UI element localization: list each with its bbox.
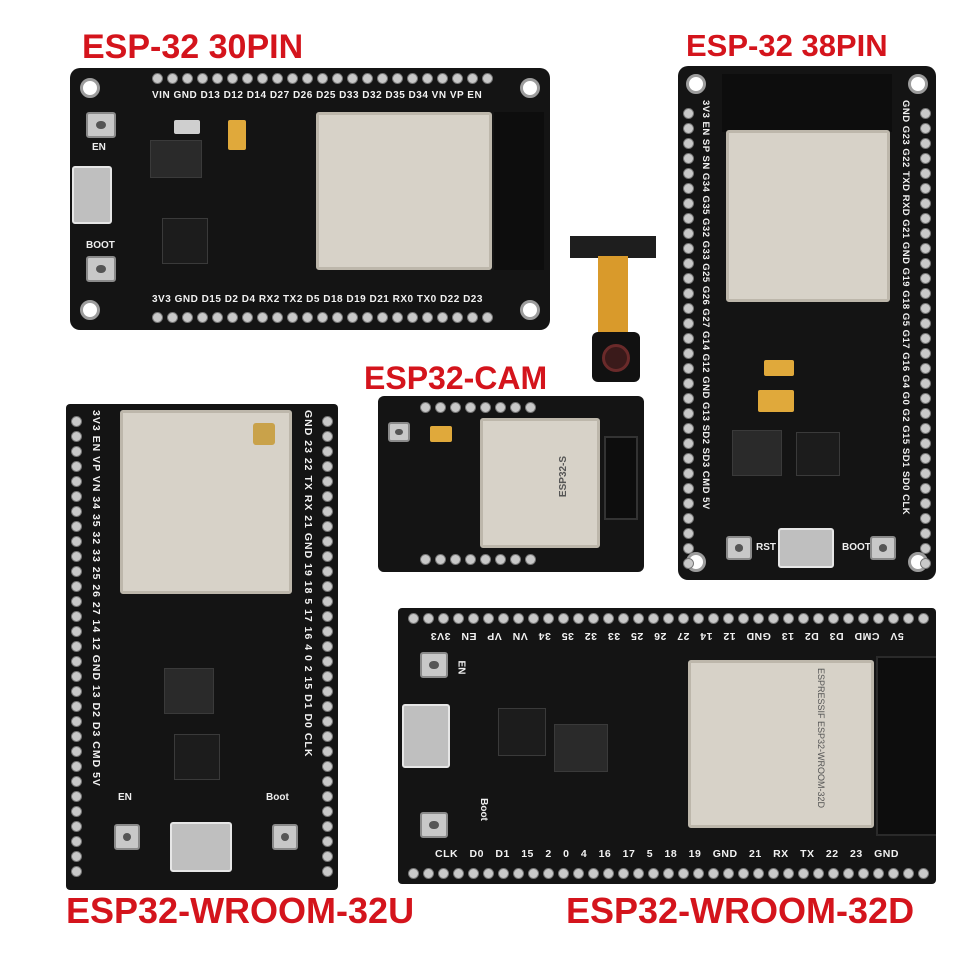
esp32-30pin-board: VIN GND D13 D12 D14 D27 D26 D25 D33 D32 … xyxy=(70,68,550,330)
left-header-pins xyxy=(683,106,694,571)
usb-uart-chip xyxy=(174,734,220,780)
boot-button[interactable] xyxy=(420,812,448,838)
top-pin-labels: 5V CMD D3 D2 13 GND 12 14 27 26 25 33 32… xyxy=(430,630,904,642)
micro-usb-port[interactable] xyxy=(170,822,232,872)
boot-button[interactable] xyxy=(86,256,116,282)
rst-button[interactable] xyxy=(726,536,752,560)
rst-label: RST xyxy=(756,542,776,553)
bottom-header-pins xyxy=(150,312,495,323)
capacitor xyxy=(758,390,794,412)
usb-uart-chip xyxy=(162,218,208,264)
en-button[interactable] xyxy=(420,652,448,678)
capacitor xyxy=(228,120,246,150)
title-esp32-cam: ESP32-CAM xyxy=(364,360,548,396)
title-esp32-wroom-32u: ESP32-WROOM-32U xyxy=(66,890,415,931)
right-pin-labels: GND G23 G22 TXD RXD G21 GND G19 G18 G5 G… xyxy=(900,100,911,516)
mount-hole xyxy=(908,74,928,94)
mount-hole xyxy=(520,300,540,320)
capacitor xyxy=(430,426,452,442)
micro-usb-port[interactable] xyxy=(402,704,450,768)
pcb-antenna-trace xyxy=(604,436,638,520)
top-header-pins xyxy=(418,402,538,413)
voltage-regulator xyxy=(150,140,202,178)
usb-uart-chip xyxy=(796,432,840,476)
bottom-header-pins xyxy=(418,554,538,565)
camera-lens-housing xyxy=(592,332,640,382)
esp32-wroom-32u-board: 3V3 EN VP VN 34 35 32 33 25 26 27 14 12 … xyxy=(66,404,338,890)
mount-hole xyxy=(80,78,100,98)
esp32-wroom-32d-board: 5V CMD D3 D2 13 GND 12 14 27 26 25 33 32… xyxy=(398,608,936,884)
right-header-pins xyxy=(322,414,333,879)
title-esp32-38pin: ESP-32 38PIN xyxy=(686,28,888,63)
en-button[interactable] xyxy=(86,112,116,138)
micro-usb-port[interactable] xyxy=(778,528,834,568)
top-header-pins xyxy=(150,73,495,84)
boot-label: Boot xyxy=(266,792,289,803)
esp32-wroom-32u-module xyxy=(120,410,292,594)
right-pin-labels: GND 23 22 TX RX 21 GND 19 18 5 17 16 4 0… xyxy=(302,410,314,758)
mount-hole xyxy=(520,78,540,98)
esp32-wroom-32d-module: ESPRESSIF ESP32-WROOM-32D xyxy=(688,660,874,828)
en-label: EN xyxy=(455,660,467,675)
en-label: EN xyxy=(118,792,132,803)
capacitor xyxy=(764,360,794,376)
title-esp32-wroom-32d: ESP32-WROOM-32D xyxy=(566,890,915,931)
pcb-antenna-area xyxy=(494,112,544,270)
mount-hole xyxy=(686,74,706,94)
camera-lens xyxy=(602,344,630,372)
esp32-module xyxy=(316,112,492,270)
en-label: EN xyxy=(92,142,106,153)
boot-label: BOOT xyxy=(842,542,871,553)
micro-usb-port[interactable] xyxy=(72,166,112,224)
esp32-38pin-board: 3V3 EN SP SN G34 G35 G32 G33 G25 G26 G27… xyxy=(678,66,936,580)
bottom-pin-labels: CLK D0 D1 15 2 0 4 16 17 5 18 19 GND 21 … xyxy=(435,848,899,860)
bottom-header-pins xyxy=(406,868,931,879)
left-pin-labels: 3V3 EN SP SN G34 G35 G32 G33 G25 G26 G27… xyxy=(700,100,711,510)
usb-uart-chip xyxy=(498,708,546,756)
boot-label: Boot xyxy=(477,798,489,821)
pcb-antenna-area xyxy=(722,74,892,132)
pcb-antenna-area xyxy=(876,656,936,836)
esp32-cam-board: ESP32-S xyxy=(378,396,644,572)
camera-flex-cable xyxy=(598,256,628,336)
module-text: ESPRESSIF ESP32-WROOM-32D xyxy=(816,667,827,809)
en-button[interactable] xyxy=(114,824,140,850)
boot-label: BOOT xyxy=(86,240,115,251)
camera-connector xyxy=(570,236,656,258)
mount-hole xyxy=(80,300,100,320)
left-pin-labels: 3V3 EN VP VN 34 35 32 33 25 26 27 14 12 … xyxy=(90,410,102,787)
rst-button[interactable] xyxy=(388,422,410,442)
voltage-regulator xyxy=(164,668,214,714)
bottom-pin-labels: 3V3 GND D15 D2 D4 RX2 TX2 D5 D18 D19 D21… xyxy=(152,294,483,305)
ipex-antenna-connector xyxy=(253,423,275,445)
smd-component xyxy=(174,120,200,134)
voltage-regulator xyxy=(732,430,782,476)
top-header-pins xyxy=(406,613,931,624)
boot-button[interactable] xyxy=(272,824,298,850)
esp32-module xyxy=(726,130,890,302)
right-header-pins xyxy=(920,106,931,571)
title-esp32-30pin: ESP-32 30PIN xyxy=(82,28,304,66)
module-text: ESP32-S xyxy=(558,455,570,498)
esp32-s-module: ESP32-S xyxy=(480,418,600,548)
top-pin-labels: VIN GND D13 D12 D14 D27 D26 D25 D33 D32 … xyxy=(152,90,483,101)
left-header-pins xyxy=(71,414,82,879)
camera-module xyxy=(570,236,660,386)
voltage-regulator xyxy=(554,724,608,772)
boot-button[interactable] xyxy=(870,536,896,560)
